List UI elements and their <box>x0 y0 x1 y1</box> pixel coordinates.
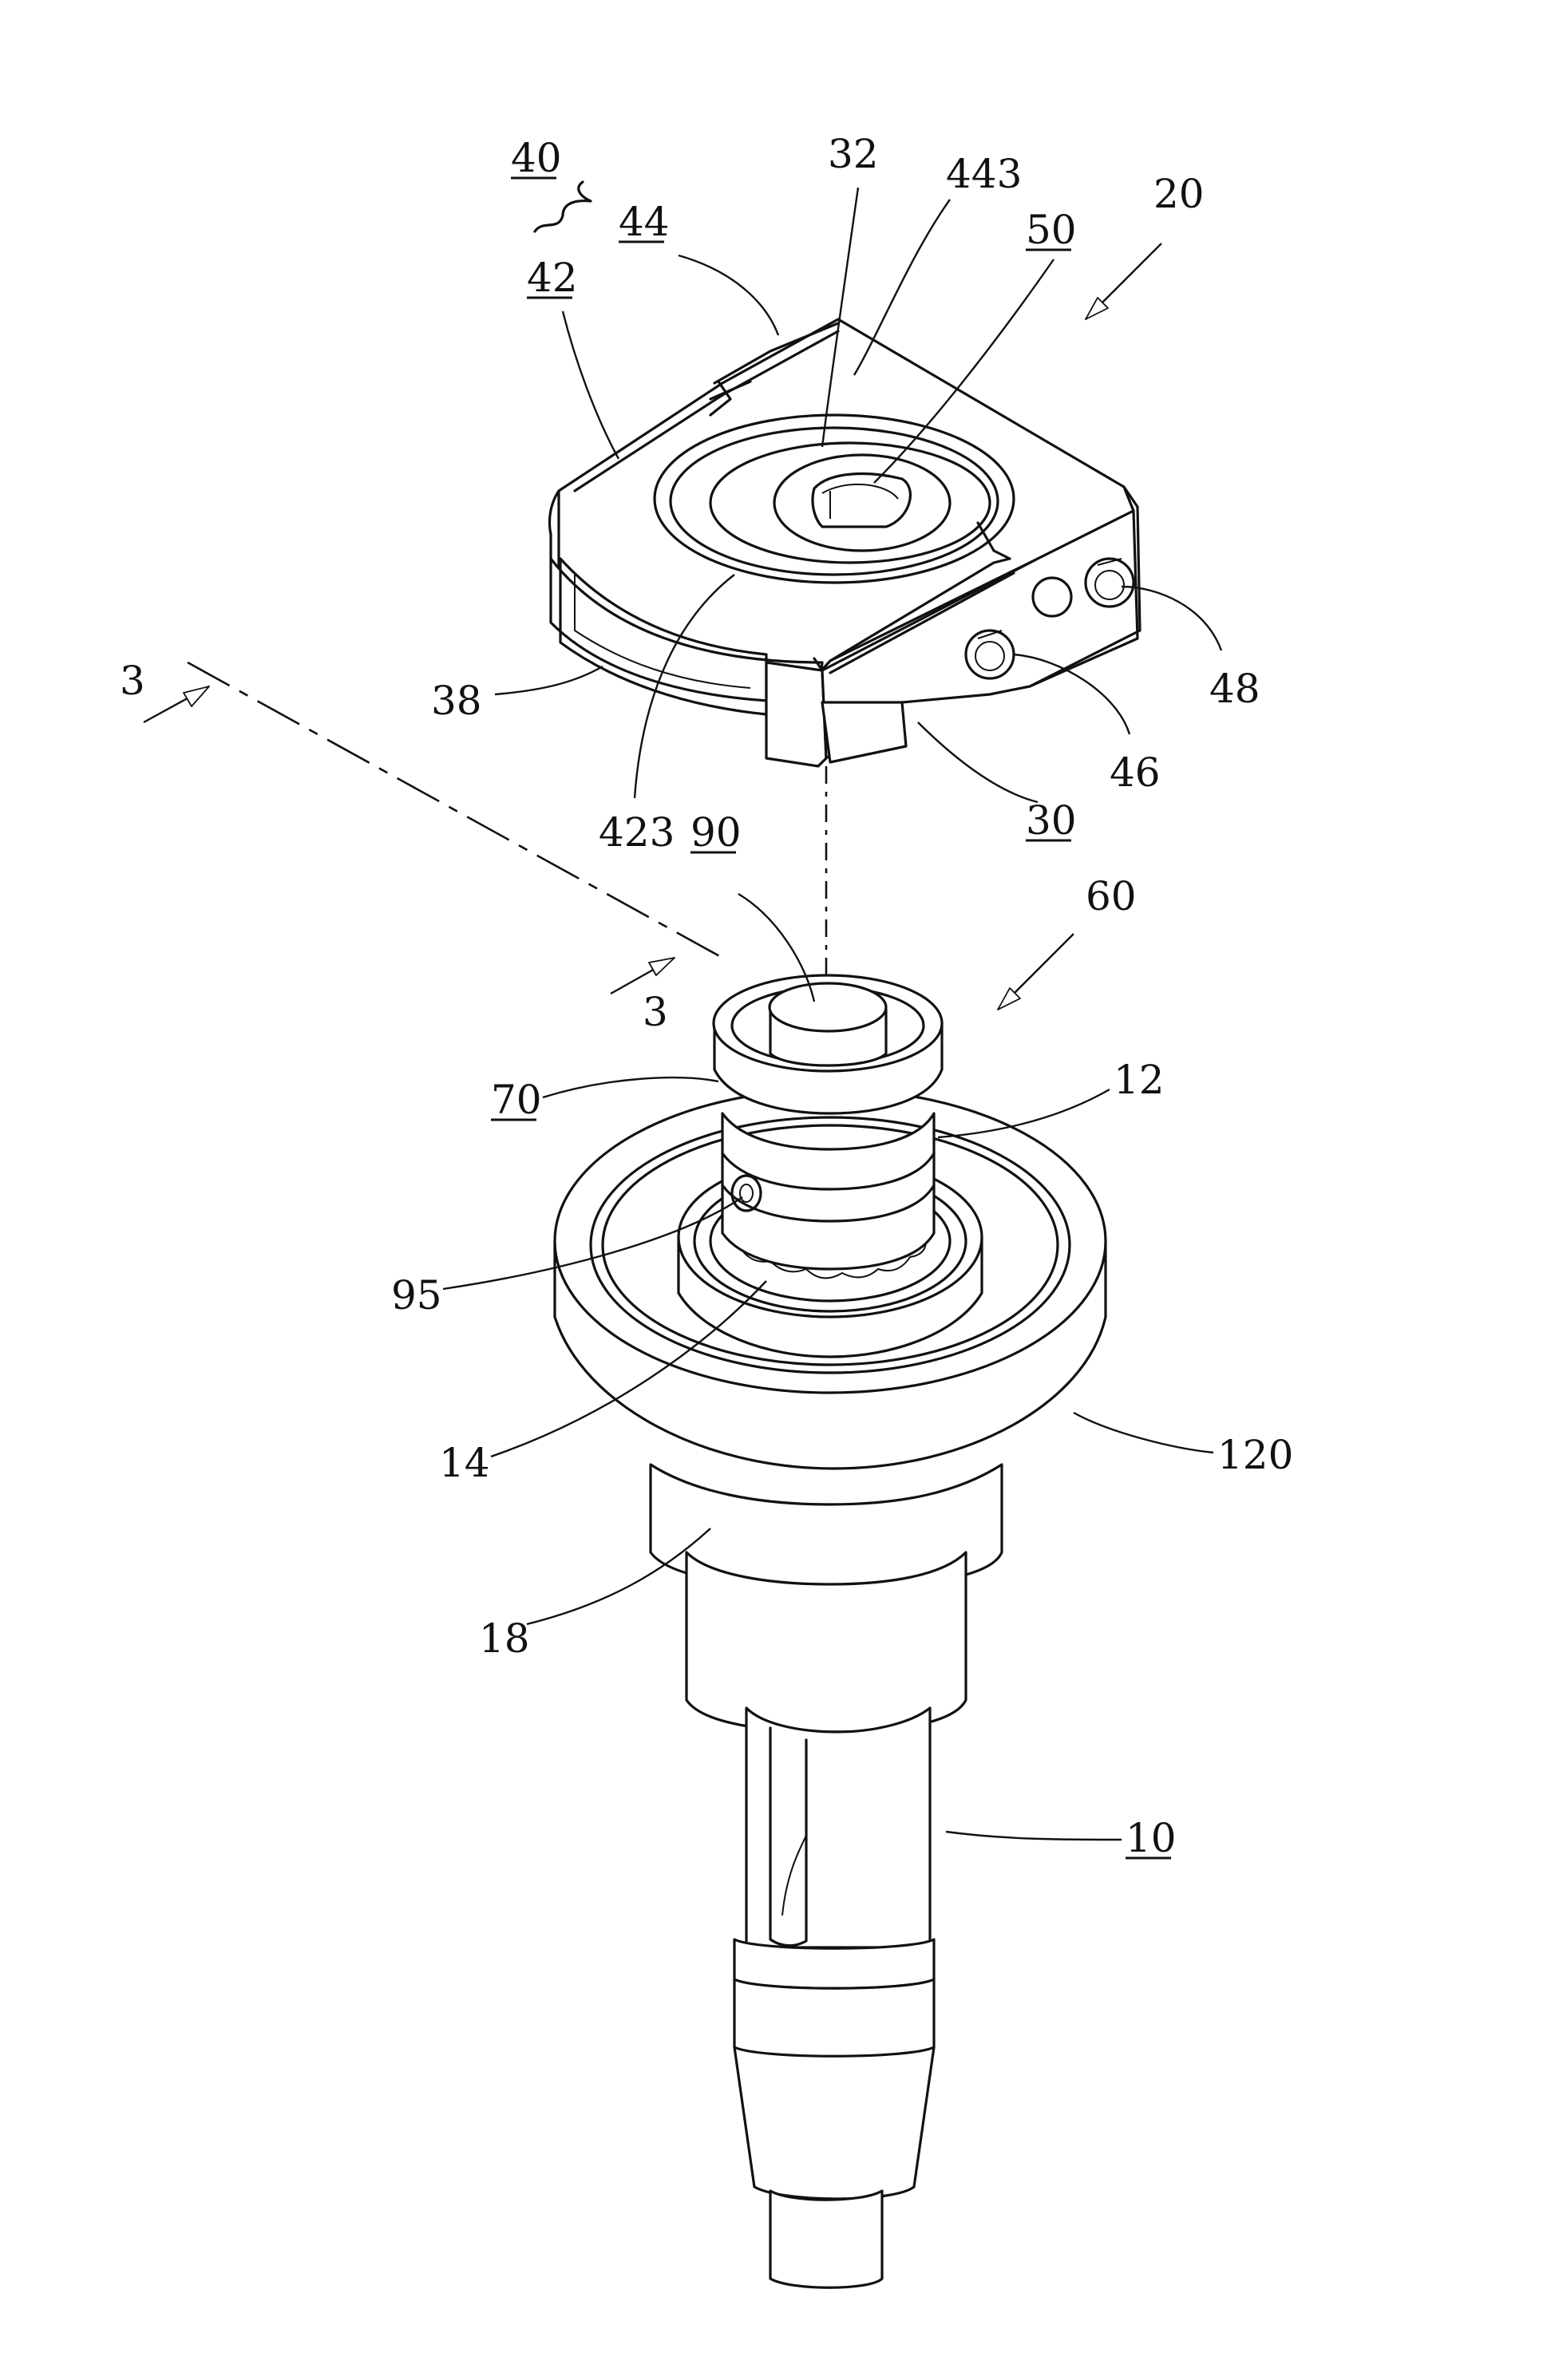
label-20: 20 <box>1153 171 1205 217</box>
label-60: 60 <box>1086 873 1137 919</box>
label-443: 443 <box>946 151 1022 197</box>
label-70: 70 <box>491 1077 542 1123</box>
label-3-top: 3 <box>120 658 145 704</box>
label-10: 10 <box>1126 1815 1177 1861</box>
label-423: 423 <box>599 809 675 856</box>
label-120: 120 <box>1217 1432 1293 1478</box>
label-46: 46 <box>1110 749 1161 796</box>
label-44: 44 <box>619 199 670 245</box>
label-12: 12 <box>1114 1057 1165 1103</box>
label-3-bottom: 3 <box>643 989 668 1035</box>
label-90: 90 <box>690 809 742 856</box>
label-95: 95 <box>391 1272 442 1318</box>
label-42: 42 <box>527 255 578 301</box>
label-18: 18 <box>479 1615 530 1662</box>
label-48: 48 <box>1209 666 1260 712</box>
label-30: 30 <box>1026 797 1077 844</box>
group-brace <box>535 182 591 231</box>
upper-housing-assembly <box>549 319 1140 766</box>
label-50: 50 <box>1026 207 1077 253</box>
label-38: 38 <box>431 678 482 724</box>
label-40: 40 <box>511 135 562 181</box>
label-32: 32 <box>828 131 879 177</box>
label-14: 14 <box>439 1440 490 1486</box>
lower-shaft-assembly <box>555 975 1106 2287</box>
